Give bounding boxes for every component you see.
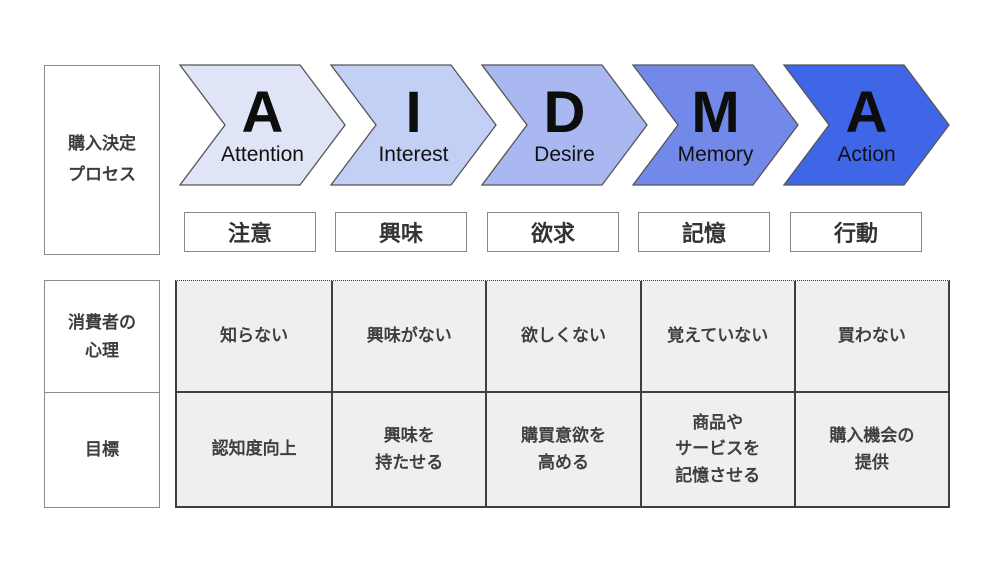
chevron-action [782, 64, 950, 186]
row-label-box: 消費者の 心理 目標 [44, 280, 160, 508]
psychology-cell-desire: 欲しくない [485, 281, 639, 391]
psychology-cell-memory: 覚えていない [639, 281, 794, 391]
chevron-desire [480, 64, 648, 186]
psychology-cell-interest: 興味がない [331, 281, 485, 391]
jp-label-action: 行動 [790, 212, 922, 252]
chevron-interest [329, 64, 497, 186]
goal-cell-action: 購入機会の 提供 [793, 391, 948, 506]
jp-label-memory: 記憶 [638, 212, 770, 252]
psychology-cell-action: 買わない [793, 281, 948, 391]
jp-label-desire: 欲求 [487, 212, 619, 252]
goal-cell-attention: 認知度向上 [177, 391, 332, 506]
chevron-arrow-strip [178, 64, 950, 186]
stage-detail-table: 知らない 興味がない 欲しくない 覚えていない 買わない 認知度向上 興味を 持… [175, 280, 950, 508]
row-label-goal: 目標 [45, 392, 159, 507]
process-label-box: 購入決定 プロセス [44, 65, 160, 255]
row-label-psychology: 消費者の 心理 [68, 313, 136, 360]
psychology-cell-attention: 知らない [220, 325, 289, 345]
goal-cell-interest: 興味を 持たせる [331, 391, 486, 506]
chevron-memory [631, 64, 799, 186]
goal-cell-memory: 商品や サービスを 記憶させる [639, 391, 794, 506]
goal-cell-desire: 購買意欲を 高める [485, 391, 640, 506]
jp-label-interest: 興味 [335, 212, 467, 252]
jp-label-attention: 注意 [184, 212, 316, 252]
chevron-attention [178, 64, 346, 186]
